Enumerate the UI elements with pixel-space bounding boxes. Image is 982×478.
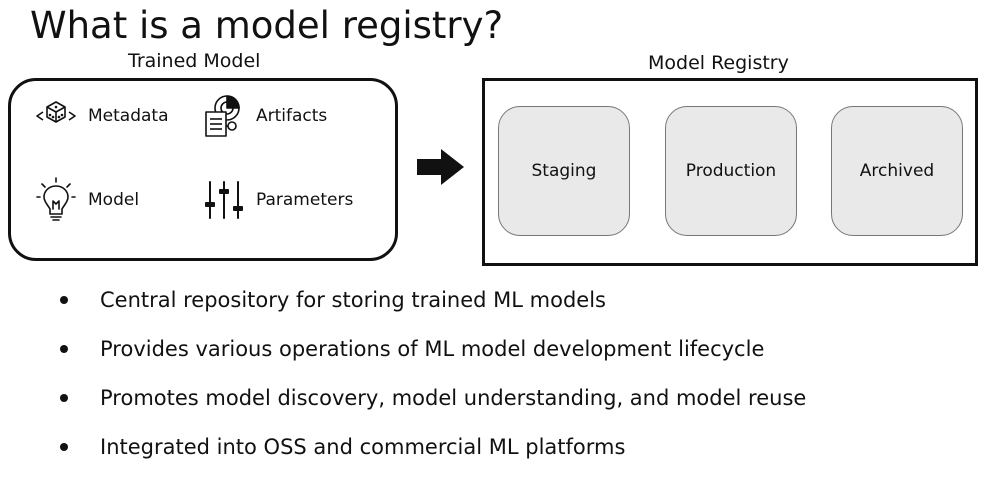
metadata-component: Metadata [32, 92, 169, 140]
bullet-item: Integrated into OSS and commercial ML pl… [56, 429, 806, 478]
artifacts-label: Artifacts [256, 106, 328, 126]
metadata-cubes-icon [32, 92, 80, 140]
model-label: Model [88, 190, 140, 210]
right-arrow-icon [417, 149, 464, 185]
bullet-item: Provides various operations of ML model … [56, 331, 806, 380]
metadata-label: Metadata [88, 106, 169, 126]
bullet-dot-icon [60, 443, 68, 451]
parameters-component: Parameters [200, 176, 353, 224]
bullet-dot-icon [60, 296, 68, 304]
bullet-item: Central repository for storing trained M… [56, 282, 806, 331]
bullet-list: Central repository for storing trained M… [56, 282, 806, 478]
bullet-text: Provides various operations of ML model … [100, 337, 765, 361]
page-title: What is a model registry? [30, 4, 504, 47]
stage-production: Production [665, 106, 797, 236]
bullet-text: Central repository for storing trained M… [100, 288, 606, 312]
trained-model-box [8, 78, 398, 261]
bullet-text: Integrated into OSS and commercial ML pl… [100, 435, 626, 459]
stage-archived: Archived [831, 106, 963, 236]
model-registry-label: Model Registry [648, 52, 789, 74]
bullet-dot-icon [60, 345, 68, 353]
model-registry-box [482, 78, 978, 266]
model-component: Model [32, 176, 139, 224]
parameters-label: Parameters [256, 190, 354, 210]
stage-staging: Staging [498, 106, 630, 236]
trained-model-label: Trained Model [128, 50, 261, 72]
artifacts-document-icon [200, 92, 248, 140]
bullet-item: Promotes model discovery, model understa… [56, 380, 806, 429]
lightbulb-icon [32, 176, 80, 224]
sliders-icon [200, 176, 248, 224]
artifacts-component: Artifacts [200, 92, 327, 140]
bullet-dot-icon [60, 394, 68, 402]
bullet-text: Promotes model discovery, model understa… [100, 386, 807, 410]
